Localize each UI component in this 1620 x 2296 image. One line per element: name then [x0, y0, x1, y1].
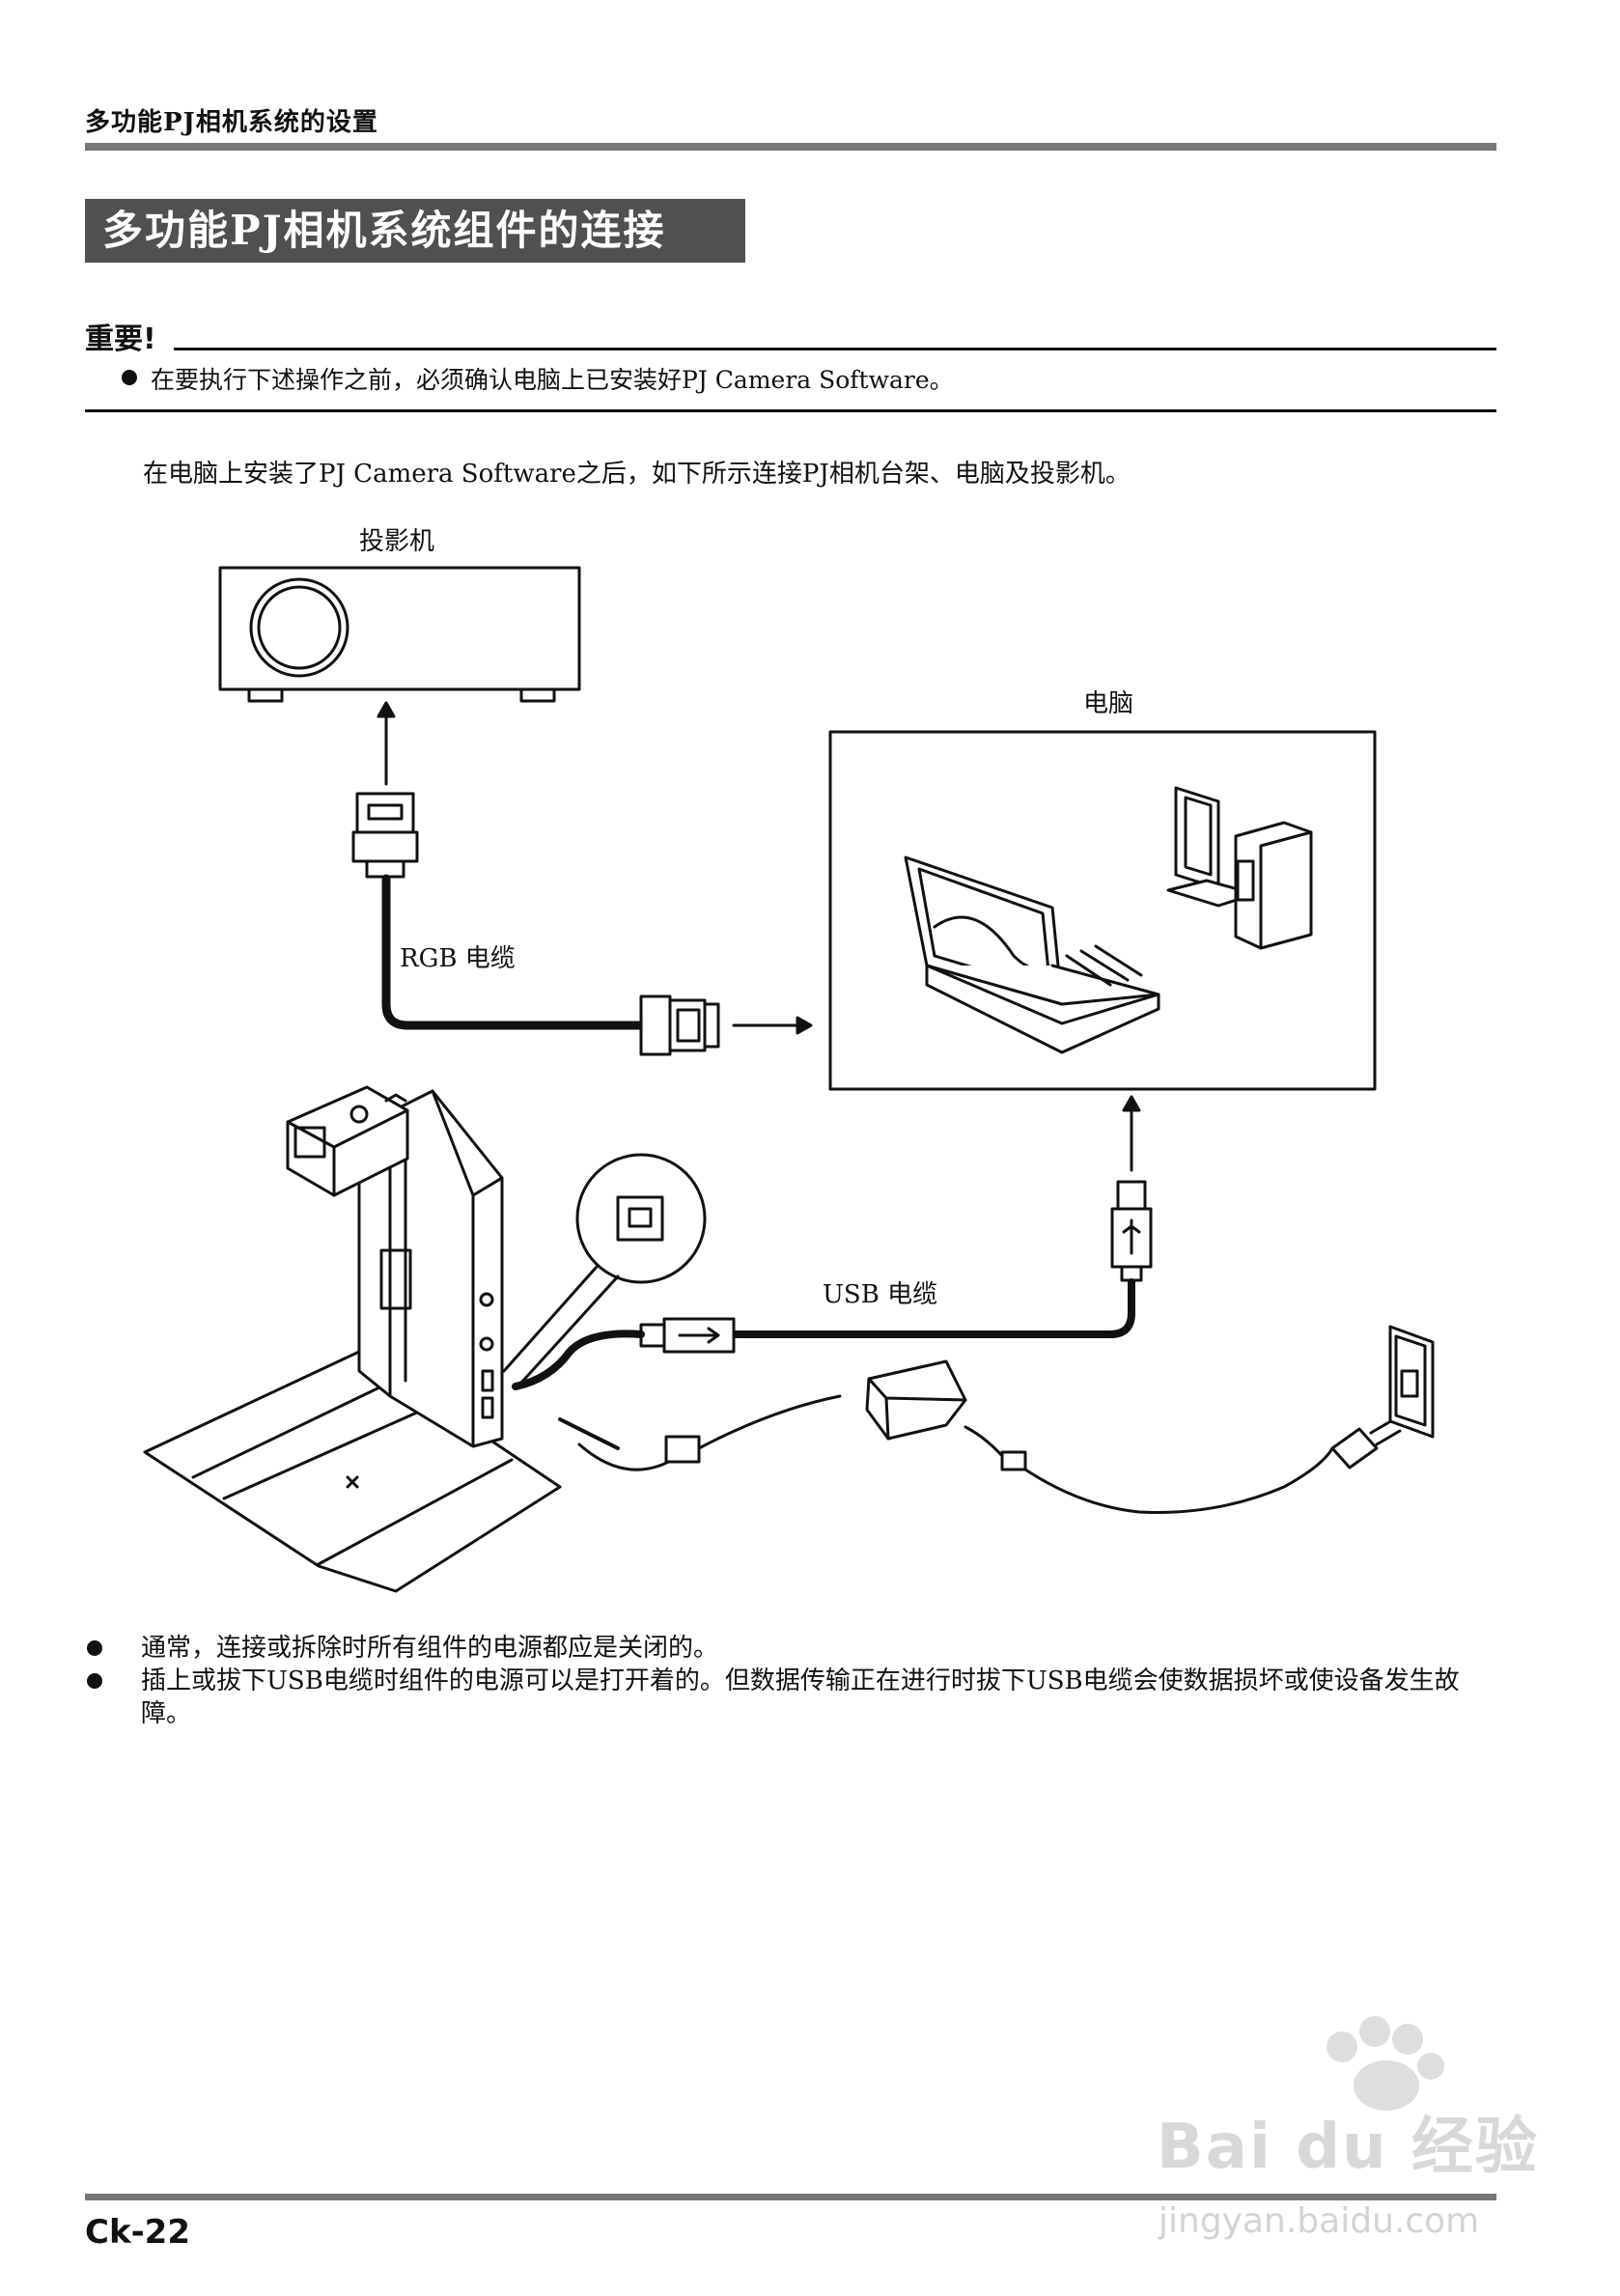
section-title: 多功能PJ相机系统组件的连接: [85, 199, 745, 263]
footer-rule: [85, 2194, 1496, 2200]
bullet-icon: [122, 370, 137, 385]
important-rule-bottom: [85, 409, 1496, 412]
important-rule-top: [174, 348, 1496, 350]
rgb-cable: [381, 874, 644, 1030]
rgb-cable-label: RGB 电缆: [400, 944, 516, 973]
usb-cable-label: USB 电缆: [823, 1280, 938, 1309]
watermark-url: jingyan.baidu.com: [1159, 2201, 1480, 2241]
arrow-up-icon: [1122, 1095, 1141, 1172]
intro-paragraph: 在电脑上安装了PJ Camera Software之后，如下所示连接PJ相机台架…: [143, 460, 1131, 489]
list-item: 插上或拔下USB电缆时组件的电源可以是打开着的。但数据传输正在进行时拔下USB电…: [85, 1665, 1504, 1730]
list-item-text: 通常，连接或拆除时所有组件的电源都应是关闭的。: [141, 1634, 719, 1663]
laptop-icon: [904, 855, 1160, 1054]
ac-adapter-icon: [514, 1359, 1402, 1514]
projector-icon: [218, 566, 581, 703]
projector-label: 投影机: [359, 527, 435, 556]
wall-outlet-icon: [1388, 1325, 1435, 1439]
running-header: 多功能PJ相机系统的设置: [85, 108, 378, 137]
list-item: 通常，连接或拆除时所有组件的电源都应是关闭的。: [85, 1632, 1504, 1665]
usb-b-connector-icon: [639, 1317, 736, 1354]
arrow-right-icon: [732, 1016, 813, 1035]
usb-cable: [730, 1278, 1135, 1338]
usb-cable: [512, 1330, 645, 1390]
list-item-text: 插上或拔下USB电缆时组件的电源可以是打开着的。但数据传输正在进行时拔下USB电…: [141, 1666, 1460, 1728]
camera-stand-icon: [143, 1085, 562, 1593]
arrow-up-icon: [377, 701, 396, 786]
important-note: 在要执行下述操作之前，必须确认电脑上已安装好PJ Camera Software…: [151, 366, 954, 394]
computer-label: 电脑: [1083, 689, 1134, 718]
vga-connector-icon: [639, 994, 720, 1056]
watermark-logo: Bai du 经验: [1157, 2112, 1539, 2183]
usb-a-connector-icon: [1110, 1180, 1153, 1282]
bullet-icon: [87, 1673, 102, 1689]
baidu-paw-icon: [1327, 2016, 1444, 2111]
notes-list: 通常，连接或拆除时所有组件的电源都应是关闭的。 插上或拔下USB电缆时组件的电源…: [85, 1632, 1504, 1730]
usb-port-callout: [502, 1153, 707, 1385]
bullet-icon: [87, 1640, 102, 1656]
important-label: 重要!: [85, 322, 156, 356]
page-number: Ck-22: [85, 2213, 190, 2252]
header-rule: [85, 143, 1496, 151]
desktop-computer-icon: [1166, 786, 1313, 950]
vga-connector-icon: [351, 792, 419, 879]
